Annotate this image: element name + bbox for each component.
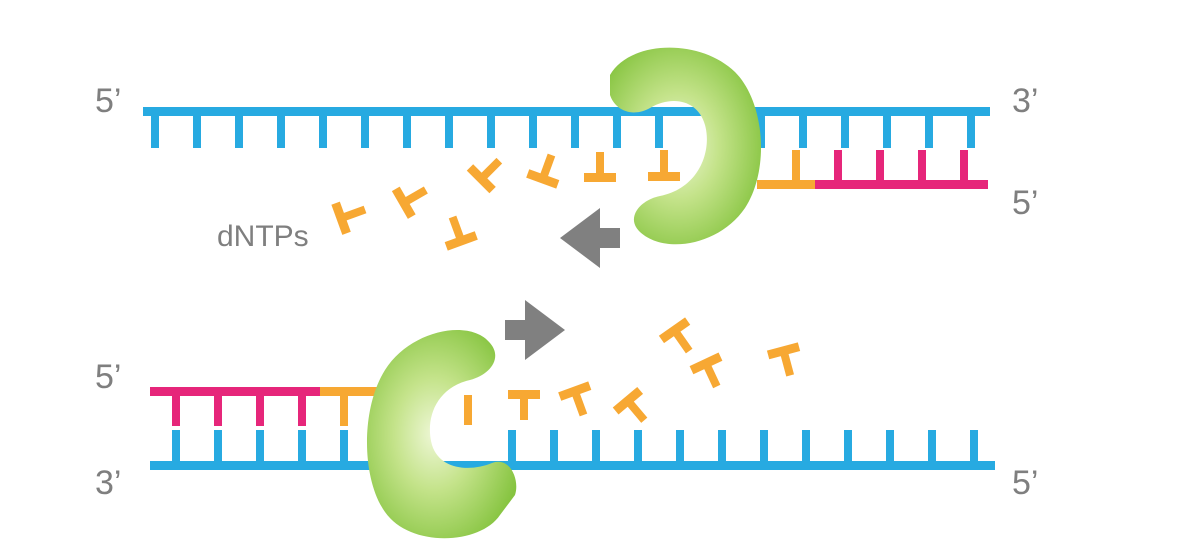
dntp-nucleotide — [689, 352, 723, 389]
template-base-tick — [760, 430, 768, 463]
bottom-new-strand-5prime-label: 5’ — [95, 358, 122, 396]
template-base-tick — [445, 114, 453, 148]
new-strand-base-tick — [172, 394, 180, 426]
template-base-tick — [718, 430, 726, 463]
template-base-tick — [757, 114, 765, 148]
top-template-strand — [143, 107, 990, 148]
new-strand-base-tick — [918, 150, 926, 182]
dntp-nucleotide — [331, 201, 367, 235]
bottom-incorporating-nucleotide — [464, 395, 472, 425]
top-polymerase — [610, 47, 762, 245]
bottom-strand-5prime-label: 5’ — [1012, 464, 1039, 502]
new-strand-base-tick — [256, 394, 264, 426]
template-base-tick — [925, 114, 933, 148]
template-base-tick — [529, 114, 537, 148]
template-base-tick — [592, 430, 600, 463]
template-base-tick — [571, 114, 579, 148]
template-base-tick — [613, 114, 621, 148]
template-base-tick — [928, 430, 936, 463]
template-base-tick — [634, 430, 642, 463]
new-strand-base-tick — [834, 150, 842, 182]
template-base-tick — [550, 430, 558, 463]
template-base-tick — [151, 114, 159, 148]
template-base-tick — [340, 430, 348, 463]
dntp-nucleotide — [508, 390, 540, 420]
template-base-tick — [235, 114, 243, 148]
template-base-tick — [403, 114, 411, 148]
new-strand-base-tick — [960, 150, 968, 182]
bottom-new-strand — [150, 387, 380, 426]
template-base-tick — [277, 114, 285, 148]
template-base-tick — [799, 114, 807, 148]
template-base-tick — [967, 114, 975, 148]
dntps-label: dNTPs — [217, 220, 309, 253]
template-base-tick — [298, 430, 306, 463]
dntp-nucleotide — [658, 317, 693, 354]
template-base-tick — [802, 430, 810, 463]
template-base-tick — [844, 430, 852, 463]
template-base-tick — [655, 114, 663, 148]
template-base-tick — [319, 114, 327, 148]
top-direction-arrow-icon — [560, 208, 620, 268]
bottom-direction-arrow-icon — [505, 300, 565, 360]
dntp-nucleotide — [584, 152, 616, 182]
template-base-tick — [508, 430, 516, 463]
dntp-nucleotide — [466, 157, 503, 194]
template-base-tick — [193, 114, 201, 148]
template-base-tick — [487, 114, 495, 148]
bottom-polymerase — [366, 329, 517, 539]
top-strand-3prime-label: 3’ — [1012, 82, 1039, 120]
template-base-tick — [883, 114, 891, 148]
bottom-free-dntps — [508, 317, 801, 423]
bottom-strand-3prime-label: 3’ — [95, 464, 122, 502]
dntp-nucleotide — [612, 386, 648, 423]
new-strand-base-tick — [876, 150, 884, 182]
template-base-tick — [256, 430, 264, 463]
top-free-dntps — [331, 152, 616, 251]
template-base-tick — [361, 114, 369, 148]
top-new-strand-5prime-label: 5’ — [1012, 184, 1039, 222]
template-base-tick — [886, 430, 894, 463]
dntp-nucleotide — [391, 186, 428, 219]
dntp-nucleotide — [444, 215, 478, 251]
template-base-tick — [172, 430, 180, 463]
top-incorporating-nucleotide — [648, 150, 680, 181]
template-base-tick — [676, 430, 684, 463]
top-strand-5prime-label: 5’ — [95, 82, 122, 120]
top-new-strand — [757, 150, 988, 189]
new-strand-base-tick — [298, 394, 306, 426]
dntp-nucleotide — [526, 153, 560, 189]
dntp-nucleotide — [558, 381, 592, 417]
new-strand-base-tick — [214, 394, 222, 426]
template-base-tick — [841, 114, 849, 148]
template-base-tick — [214, 430, 222, 463]
dntp-nucleotide — [766, 342, 801, 377]
template-base-tick — [970, 430, 978, 463]
bottom-template-strand — [150, 430, 995, 470]
